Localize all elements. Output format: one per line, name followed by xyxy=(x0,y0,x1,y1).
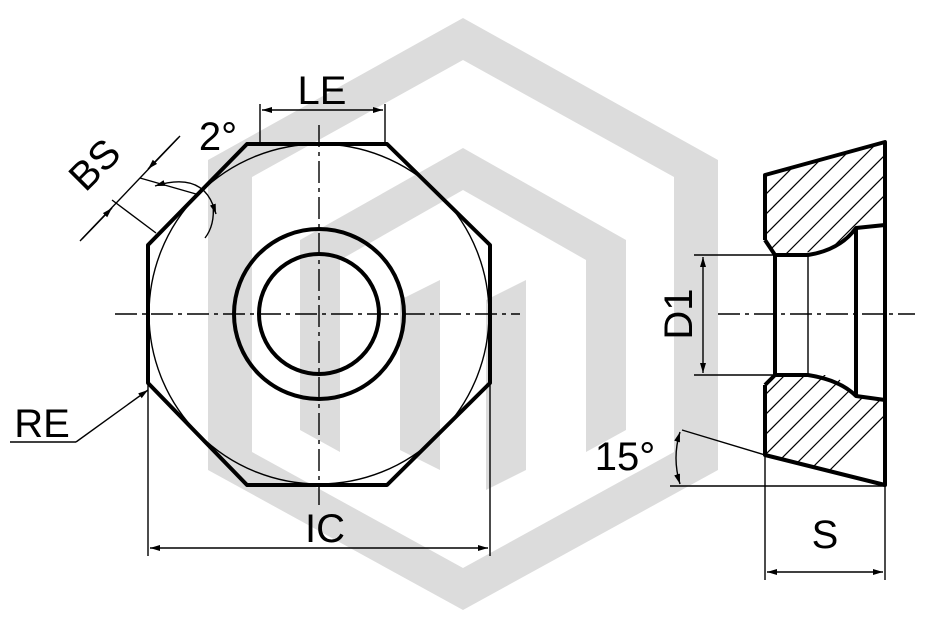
bs-label: BS xyxy=(61,131,130,200)
s-label: S xyxy=(812,513,839,557)
bore-profile-top xyxy=(763,223,886,257)
s-dimension: S xyxy=(764,455,886,580)
re-label: RE xyxy=(14,402,70,446)
hatch-bottom xyxy=(765,375,885,485)
watermark-logo xyxy=(208,18,718,610)
re-dimension: RE xyxy=(10,389,149,446)
le-label: LE xyxy=(298,69,347,113)
front-view xyxy=(115,125,520,505)
ic-dimension: IC xyxy=(147,385,491,556)
angle-15-label: 15° xyxy=(595,435,656,479)
angle-15-dimension: 15° xyxy=(595,429,885,487)
le-dimension: LE xyxy=(259,69,386,144)
ic-label: IC xyxy=(305,507,345,551)
d1-label: D1 xyxy=(657,288,701,339)
d1-dimension: D1 xyxy=(657,254,775,376)
angle-2-label: 2° xyxy=(199,115,237,159)
hatch-top xyxy=(765,142,885,255)
side-view xyxy=(718,140,915,487)
side-outline-top xyxy=(763,140,887,487)
